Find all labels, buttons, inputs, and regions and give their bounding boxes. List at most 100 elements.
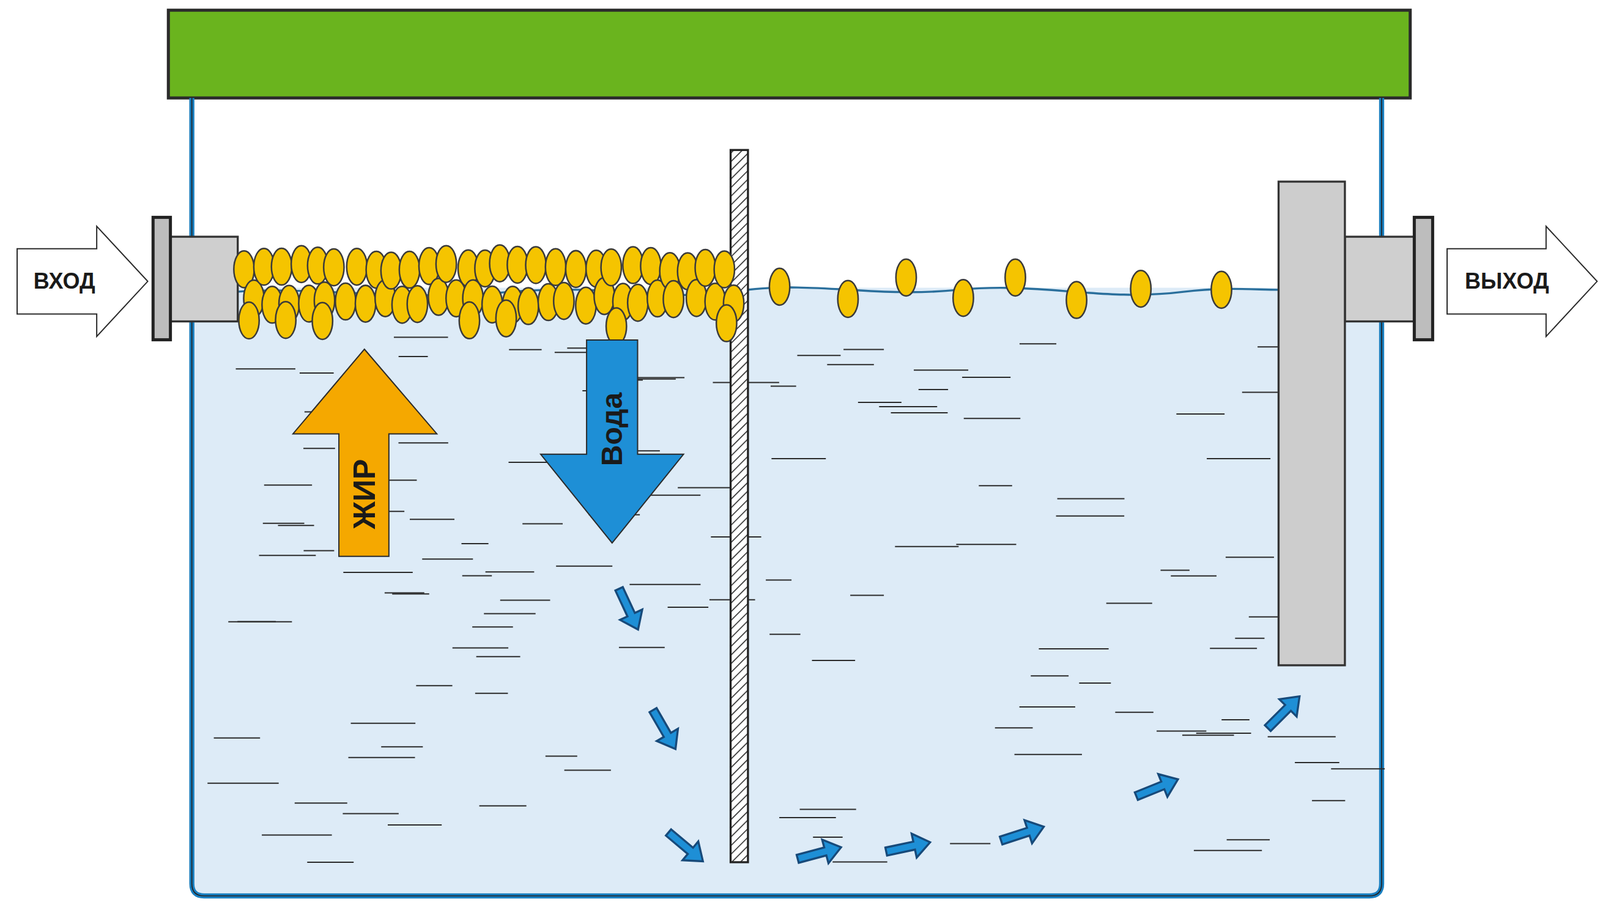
fat-droplet [525,246,546,284]
water-dash [299,372,334,374]
water-dash [629,584,701,586]
fat-droplet [565,250,586,288]
water-dash [508,349,542,351]
flow-arrow [1259,688,1309,738]
water-dash [1206,458,1271,460]
water-dash [832,861,887,863]
water-dash [214,737,261,739]
water-dash [381,746,423,748]
fat-droplets [233,245,1232,345]
water-dash [667,606,709,608]
inlet-arrow: ВХОД [17,226,149,337]
fat-droplet [323,248,344,286]
water-dash [1330,768,1385,770]
fat-droplet [436,245,457,283]
water-dash [1182,734,1235,736]
fat-droplet [312,302,333,340]
partition-wall [730,149,749,863]
flow-arrow [794,835,845,871]
water-dash [894,546,959,548]
arrow-label: ЖИР [349,458,380,529]
water-dash [1294,762,1340,764]
water-dash [1225,556,1275,558]
water-dash [978,485,1013,487]
water-dash [307,861,354,863]
water-dash [812,659,856,662]
water-dash [342,813,399,815]
outlet-arrow-outline [1447,226,1597,337]
water-dash [812,836,843,838]
flow-arrow [1131,768,1183,808]
flow-arrow [660,823,711,871]
water-dash [207,782,279,785]
water-dash [303,447,336,449]
fat-droplet [896,259,917,297]
fat-droplet [346,248,367,286]
water-dash [995,727,1034,729]
arrow-label: Вода [597,392,627,467]
fat-droplet [507,246,528,284]
fat-droplet [716,304,737,342]
water-dash [398,442,448,444]
fat-droplet [769,268,790,306]
water-dash [878,406,938,408]
fat-droplet [695,249,716,287]
water-dash [771,458,826,460]
water-dash [1114,711,1153,714]
water-dash [1019,343,1057,345]
fat-droplet [606,307,627,345]
water-dash [475,692,509,695]
flow-arrow [997,815,1048,853]
water-dash [564,769,612,771]
water-dash [261,834,333,836]
water-dash [303,550,334,552]
water-dash [461,543,489,545]
outlet-pipe [1344,236,1417,322]
water-dash [479,805,527,807]
water-dash [472,626,514,628]
fat-droplet [1211,271,1232,309]
water-dash [949,842,991,845]
fat-droplet [1004,259,1026,297]
water-dash [1156,730,1207,732]
water-dash [1267,736,1336,738]
fat-droplet [355,285,376,323]
water-down-arrow-outline [540,340,684,544]
water-dash [236,368,296,370]
water-dash [384,592,425,594]
water-dash [555,565,613,567]
water-dash [1038,648,1109,650]
water-dash [913,369,969,371]
fat-droplet [496,300,517,338]
tank-wall [192,97,1382,897]
fat-droplet [399,251,420,289]
water-dash [483,612,536,615]
water-dash [348,757,416,759]
water-dash [422,558,473,560]
water-dash [522,523,563,525]
water-dash [955,543,1016,545]
water-dash [1176,413,1225,415]
water-dash [545,755,578,758]
water-dash [500,600,551,602]
water-dash [779,817,837,819]
water-dash [891,412,949,414]
water-dash [918,388,949,391]
fat-droplet [952,279,974,317]
inlet-pipe [170,236,238,322]
water-dash [850,594,884,596]
fat-droplet [518,288,539,325]
water-dash [294,802,348,804]
water-dash [476,656,521,658]
outlet-arrow: ВЫХОД [1447,226,1597,337]
water-dash [387,824,442,826]
fat-up-arrow: ЖИР [292,349,437,557]
fat-up-arrow-outline [292,349,437,557]
fat-droplet [335,283,356,320]
arrow-label: ВХОД [33,270,96,293]
water-down-arrow: Вода [540,340,684,544]
water-dash [415,685,452,687]
water-dash [843,349,884,351]
